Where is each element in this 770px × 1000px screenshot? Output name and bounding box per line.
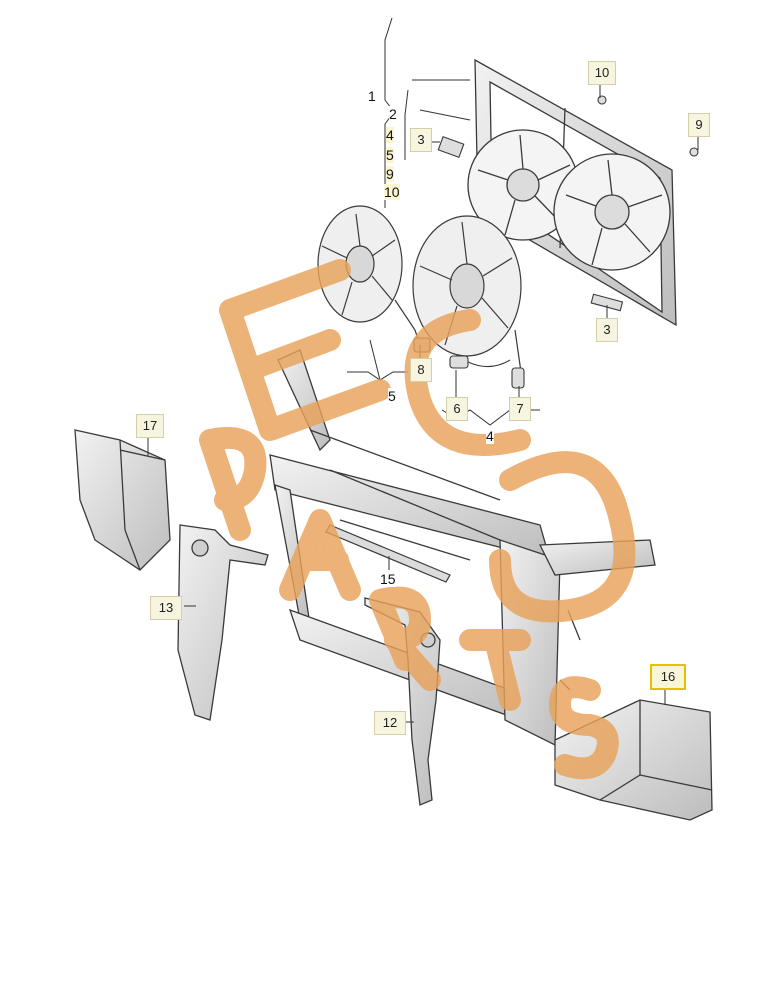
- callout-2: 2: [389, 106, 397, 122]
- callout-3-top: 3: [410, 128, 432, 152]
- callout-4-stack: 4: [386, 127, 394, 143]
- callout-7: 7: [509, 397, 531, 421]
- watermark: [199, 259, 636, 780]
- callout-9-stack: 9: [386, 166, 394, 182]
- fan-shroud-frame: [467, 58, 677, 327]
- callout-5-stack: 5: [386, 147, 394, 163]
- callout-13: 13: [150, 596, 182, 620]
- callout-1: 1: [368, 88, 376, 104]
- callout-12: 12: [374, 711, 406, 735]
- callout-10-stack: 10: [384, 184, 400, 200]
- callout-6: 6: [446, 397, 468, 421]
- callout-16: 16: [650, 664, 686, 690]
- air-guide-17: [74, 429, 171, 571]
- callout-15: 15: [380, 571, 396, 587]
- callout-10-bolt: 10: [588, 61, 616, 85]
- callout-3-bottom: 3: [596, 318, 618, 342]
- callout-4: 4: [486, 428, 494, 444]
- callout-8: 8: [410, 358, 432, 382]
- air-guide-13: [177, 524, 269, 721]
- callout-9-bolt: 9: [688, 113, 710, 137]
- callout-17: 17: [136, 414, 164, 438]
- callout-5: 5: [388, 388, 396, 404]
